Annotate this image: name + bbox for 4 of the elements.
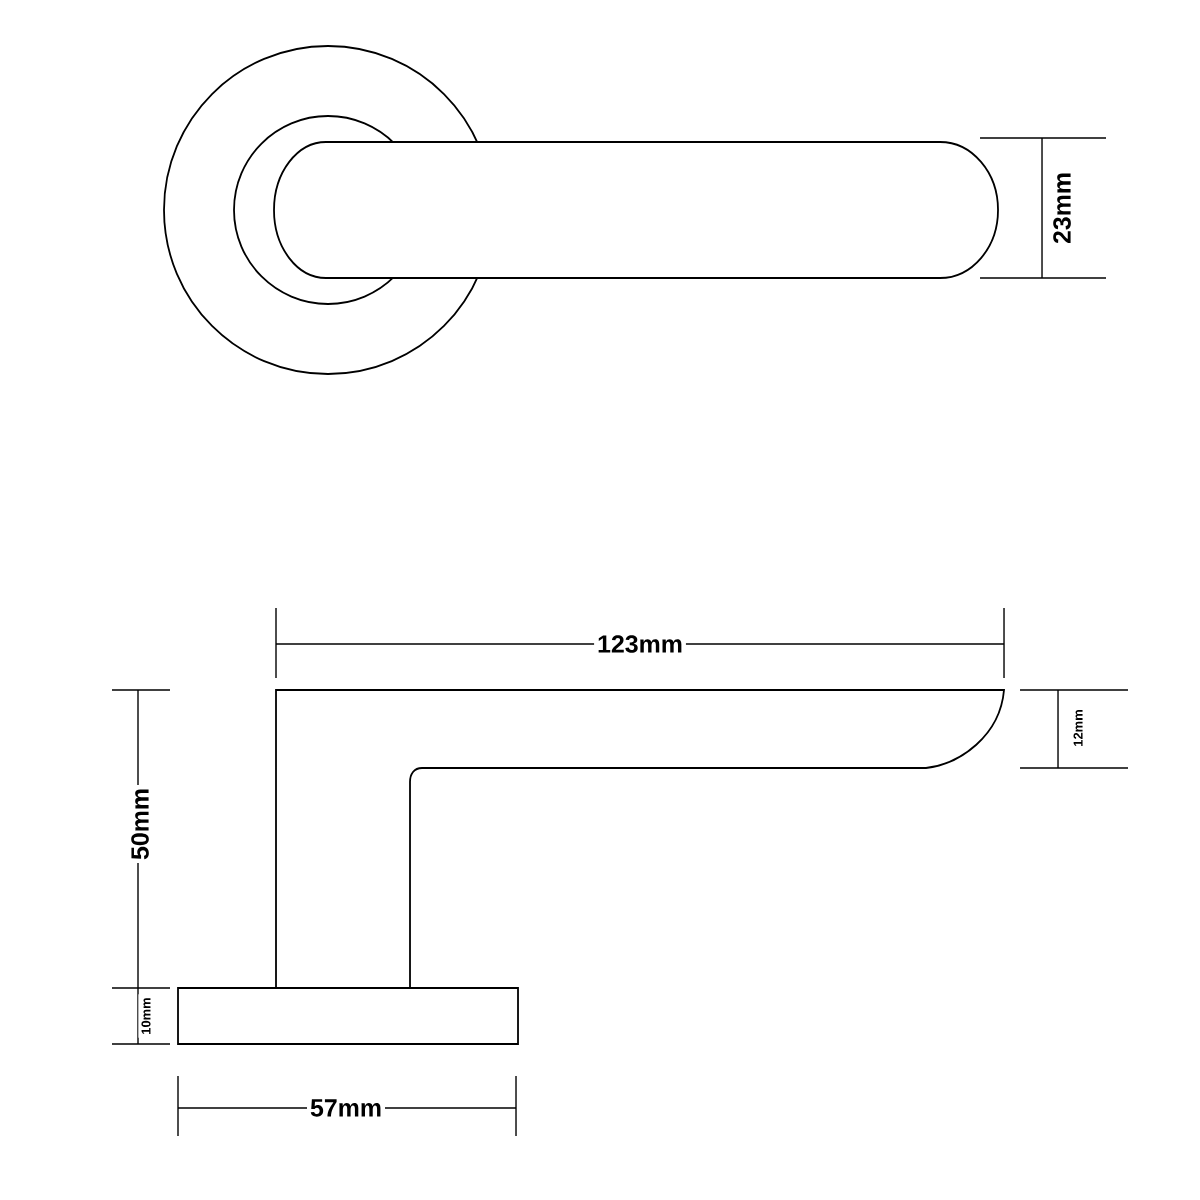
dimension-label: 123mm — [594, 632, 686, 656]
dimension-label: 23mm — [1050, 169, 1074, 247]
dimension-label: 57mm — [307, 1096, 385, 1120]
dimension-label: 50mm — [128, 785, 152, 863]
